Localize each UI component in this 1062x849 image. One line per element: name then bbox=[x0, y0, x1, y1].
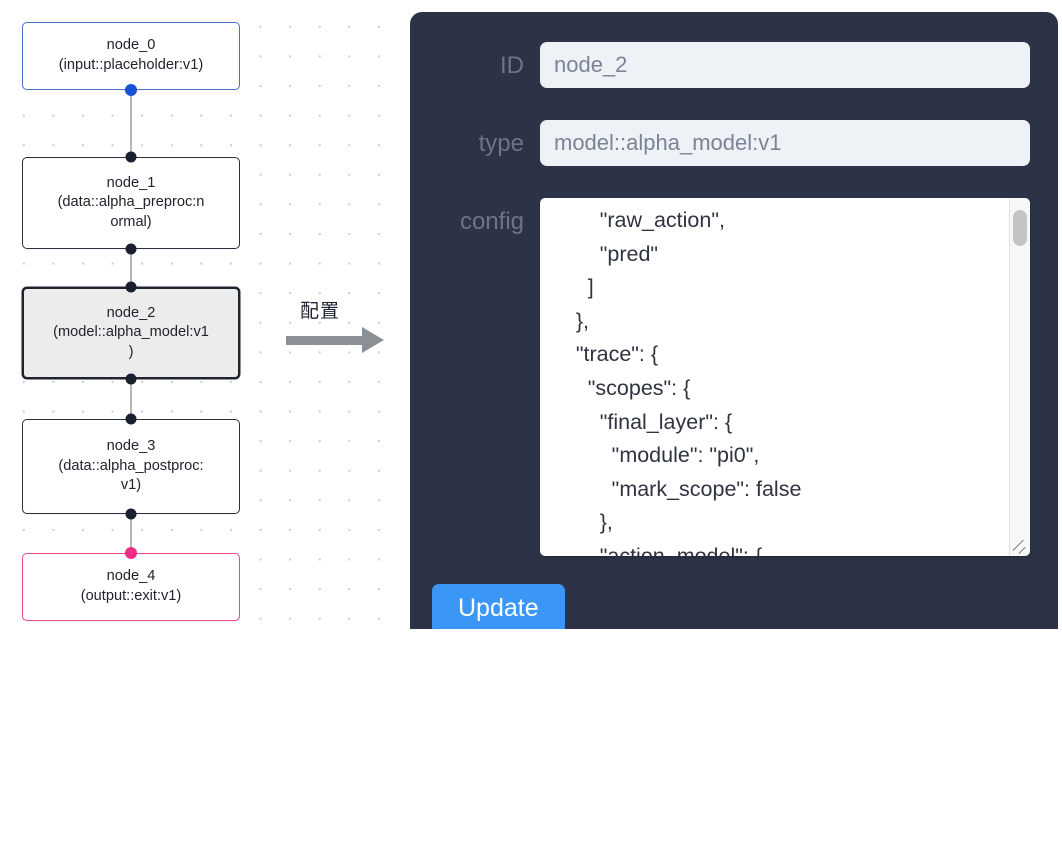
id-input[interactable]: node_2 bbox=[540, 42, 1030, 88]
edge-node2-node3 bbox=[130, 375, 132, 419]
update-button[interactable]: Update bbox=[432, 584, 565, 629]
node-title: node_1 bbox=[106, 174, 156, 191]
arrow-head-icon bbox=[362, 327, 384, 353]
graph-node-node_4[interactable]: node_4 (output::exit:v1) bbox=[22, 553, 240, 621]
graph-node-node_2[interactable]: node_2 (model::alpha_model:v1 ) bbox=[22, 287, 240, 379]
node-handle-target-node_2[interactable] bbox=[125, 281, 137, 293]
node-subtitle-line1: (data::alpha_preproc:n bbox=[57, 194, 205, 211]
node-handle-source-node_3[interactable] bbox=[125, 508, 137, 520]
resize-grip-icon[interactable] bbox=[1011, 537, 1029, 555]
node-inspector-panel: ID node_2 type model::alpha_model:v1 con… bbox=[410, 12, 1058, 629]
node-handle-source-node_1[interactable] bbox=[125, 243, 137, 255]
node-subtitle-line1: (data::alpha_postproc: bbox=[58, 457, 204, 474]
node-handle-source-node_2[interactable] bbox=[125, 373, 137, 385]
node-subtitle-line1: (model::alpha_model:v1 bbox=[53, 324, 209, 341]
node-subtitle-line2: ormal) bbox=[110, 213, 152, 230]
config-textarea[interactable]: "raw_action", "pred" ] }, "trace": { "sc… bbox=[575, 208, 802, 556]
node-subtitle: (input::placeholder:v1) bbox=[58, 57, 204, 73]
node-handle-source-node_0[interactable] bbox=[125, 84, 137, 96]
config-scrollbar-thumb[interactable] bbox=[1013, 210, 1027, 246]
config-field-label: config bbox=[459, 208, 524, 235]
config-arrow-group: 配置 bbox=[286, 296, 396, 366]
type-input[interactable]: model::alpha_model:v1 bbox=[540, 120, 1030, 166]
flow-graph-canvas[interactable]: node_0 (input::placeholder:v1) node_1 (d… bbox=[0, 0, 400, 643]
app-root: node_0 (input::placeholder:v1) node_1 (d… bbox=[0, 0, 1062, 643]
config-scrollbar-track[interactable] bbox=[1009, 198, 1030, 556]
config-textarea-wrap[interactable]: "raw_action", "pred" ] }, "trace": { "sc… bbox=[540, 198, 1030, 556]
node-handle-target-node_4[interactable] bbox=[125, 547, 137, 559]
arrow-shaft-icon bbox=[286, 336, 364, 345]
node-handle-target-node_1[interactable] bbox=[125, 151, 137, 163]
edge-node3-node4 bbox=[130, 512, 132, 552]
edge-node1-node2 bbox=[130, 247, 132, 285]
graph-node-node_3[interactable]: node_3 (data::alpha_postproc: v1) bbox=[22, 419, 240, 514]
node-title: node_3 bbox=[106, 438, 156, 455]
node-title: node_2 bbox=[106, 304, 156, 321]
node-subtitle-line2: v1) bbox=[120, 477, 142, 494]
field-row-type: type model::alpha_model:v1 bbox=[432, 120, 1030, 166]
arrow-label: 配置 bbox=[300, 300, 341, 322]
node-subtitle-line2: ) bbox=[128, 343, 134, 360]
node-subtitle: (output::exit:v1) bbox=[80, 588, 182, 604]
node-handle-target-node_3[interactable] bbox=[125, 413, 137, 425]
graph-node-node_0[interactable]: node_0 (input::placeholder:v1) bbox=[22, 22, 240, 90]
graph-node-node_1[interactable]: node_1 (data::alpha_preproc:n ormal) bbox=[22, 157, 240, 249]
node-title: node_4 bbox=[106, 568, 156, 585]
type-field-label: type bbox=[478, 130, 524, 157]
field-row-config: config "raw_action", "pred" ] }, "trace"… bbox=[432, 198, 1030, 556]
id-field-label: ID bbox=[500, 52, 524, 79]
edge-node0-node1 bbox=[130, 88, 132, 160]
node-title: node_0 bbox=[106, 37, 156, 54]
field-row-id: ID node_2 bbox=[432, 42, 1030, 88]
